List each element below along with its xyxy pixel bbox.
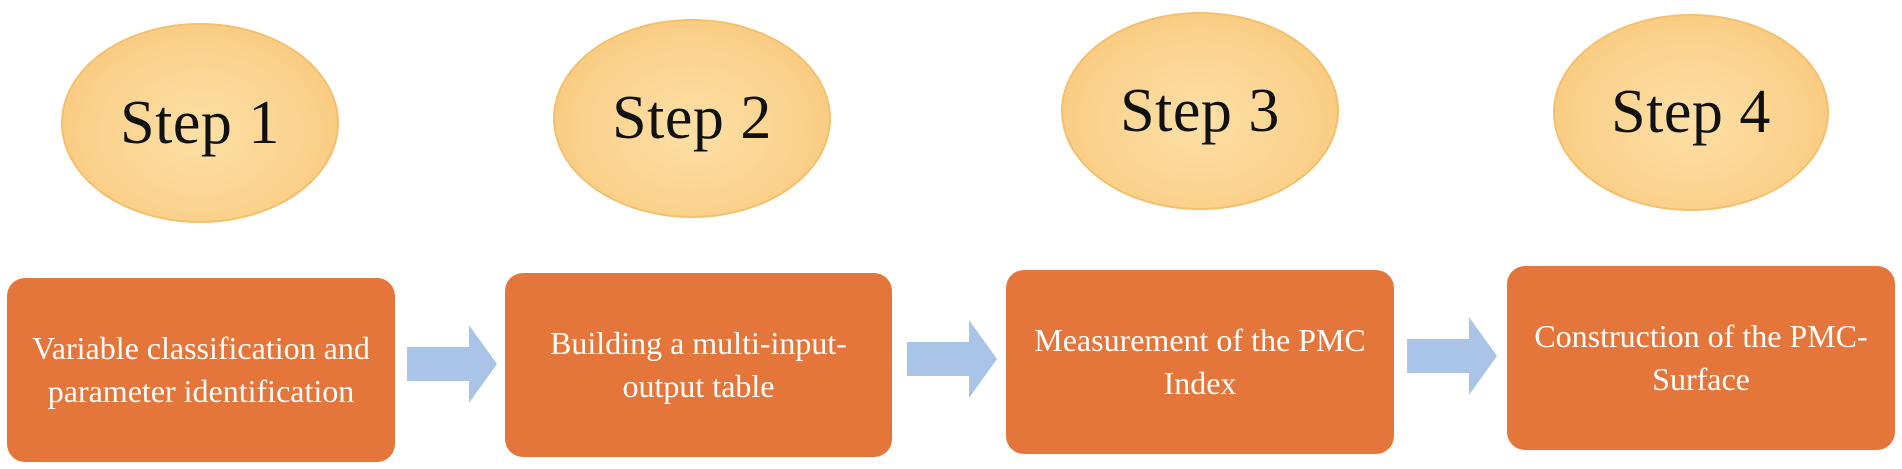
step-1-ellipse: Step 1 <box>61 23 339 223</box>
step-4-box: Construction of the PMC-Surface <box>1507 266 1895 450</box>
step-3-box: Measurement of the PMC Index <box>1006 270 1394 454</box>
arrow-right-icon <box>407 325 497 403</box>
step-1-description: Variable classification and parameter id… <box>32 329 370 409</box>
step-3-ellipse: Step 3 <box>1061 12 1339 210</box>
step-4-description: Construction of the PMC-Surface <box>1534 317 1868 397</box>
arrow-right-icon <box>1407 317 1497 395</box>
step-3-description: Measurement of the PMC Index <box>1034 321 1366 401</box>
step-2-box: Building a multi-input-output table <box>505 273 892 457</box>
step-4-ellipse: Step 4 <box>1553 14 1829 211</box>
step-2-label: Step 2 <box>612 84 772 152</box>
step-1-box: Variable classification and parameter id… <box>7 278 395 462</box>
step-3-label: Step 3 <box>1120 76 1280 145</box>
arrow-right-icon <box>907 320 997 398</box>
step-2-ellipse: Step 2 <box>553 19 831 218</box>
step-4-label: Step 4 <box>1611 78 1771 146</box>
step-2-description: Building a multi-input-output table <box>550 324 847 404</box>
step-1-label: Step 1 <box>120 88 280 157</box>
